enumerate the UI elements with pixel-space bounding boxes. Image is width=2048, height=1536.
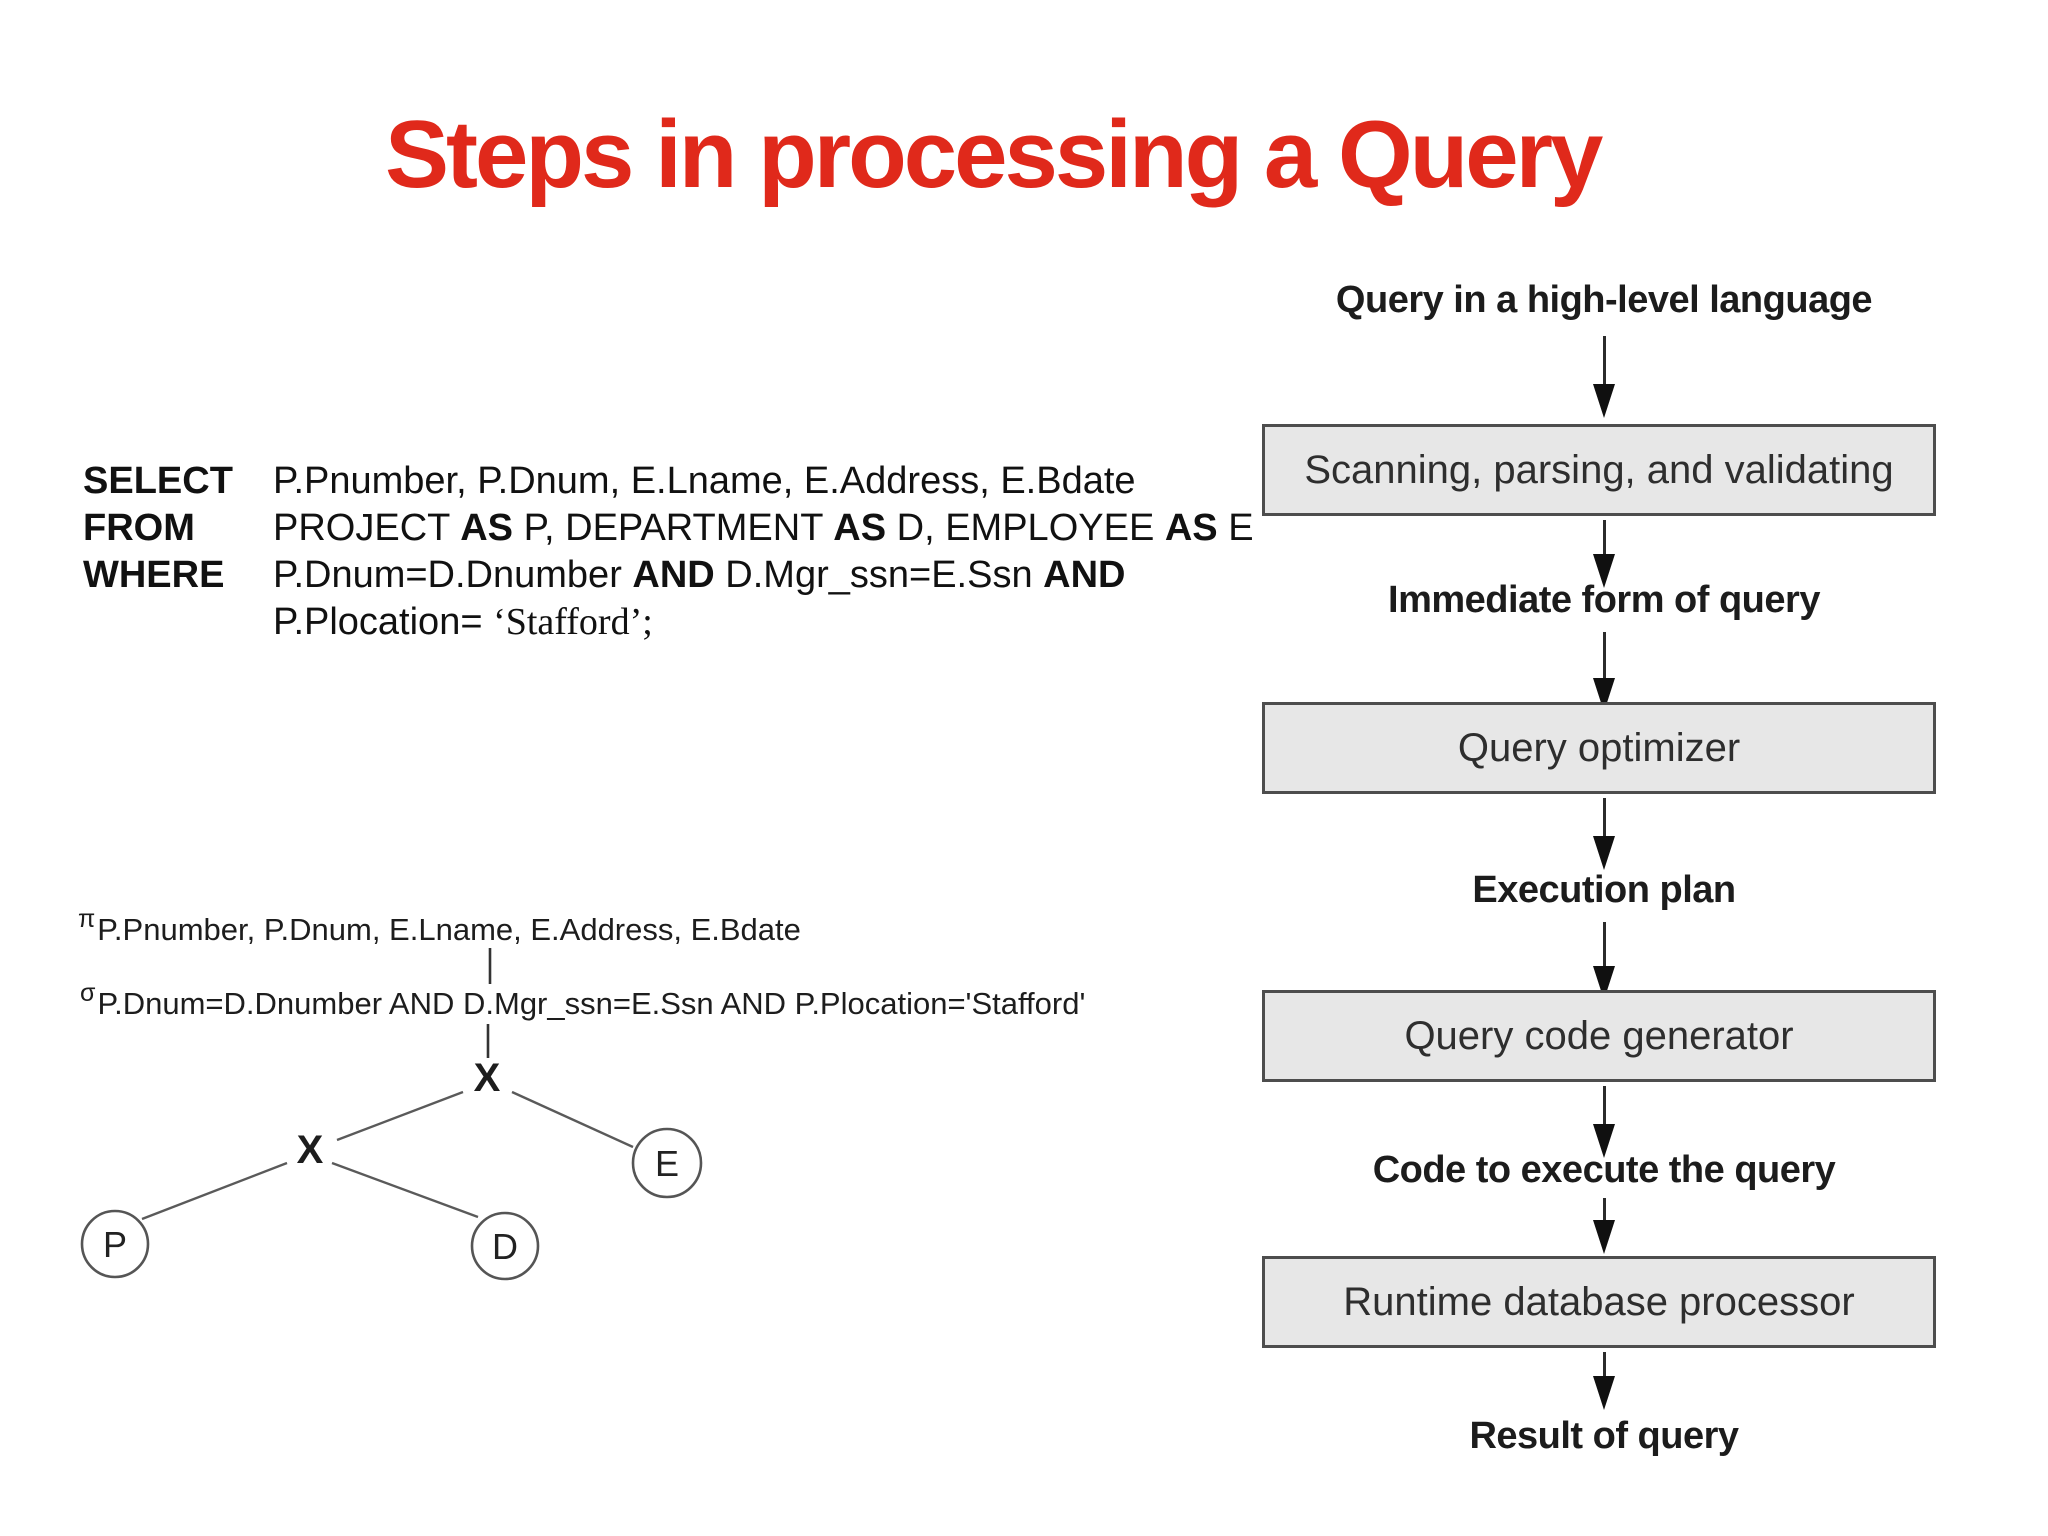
sigma-condition: P.Dnum=D.Dnumber AND D.Mgr_ssn=E.Ssn AND… bbox=[97, 986, 1086, 1021]
sql-where-args: P.Dnum=D.Dnumber AND D.Mgr_ssn=E.Ssn AND bbox=[273, 554, 1126, 596]
edge-lowerjoin-d bbox=[331, 1161, 479, 1219]
arrow-down-icon bbox=[1593, 1124, 1615, 1158]
tree-node-p: P bbox=[102, 1224, 127, 1265]
sql-select-args: P.Pnumber, P.Dnum, E.Lname, E.Address, E… bbox=[273, 460, 1136, 502]
circle-node-p bbox=[80, 1209, 150, 1279]
flow-label-immediate-form: Immediate form of query bbox=[1388, 578, 1820, 621]
arrow-down-icon bbox=[1593, 554, 1615, 588]
flow-box-query-code-generator: Query code generator bbox=[1262, 990, 1936, 1082]
edge-topjoin-e bbox=[511, 1090, 634, 1149]
flow-arrow-6 bbox=[1591, 1086, 1617, 1158]
circle-node-e bbox=[631, 1127, 703, 1199]
algebra-selection-line: σP.Dnum=D.Dnumber AND D.Mgr_ssn=E.Ssn AN… bbox=[80, 979, 1086, 1022]
tree-node-d: D bbox=[492, 1226, 518, 1267]
arrow-down-icon bbox=[1593, 1220, 1615, 1254]
algebra-projection-line: πP.Pnumber, P.Dnum, E.Lname, E.Address, … bbox=[78, 905, 801, 948]
flow-box-scanning-parsing-validating: Scanning, parsing, and validating bbox=[1262, 424, 1936, 516]
sql-keyword-select: SELECT bbox=[83, 460, 233, 502]
flow-arrow-3 bbox=[1591, 632, 1617, 712]
flow-arrow-4 bbox=[1591, 798, 1617, 870]
flow-box-runtime-database-processor: Runtime database processor bbox=[1262, 1256, 1936, 1348]
flow-label-high-level-query: Query in a high-level language bbox=[1335, 278, 1873, 321]
arrow-down-icon bbox=[1593, 836, 1615, 870]
arrow-down-icon bbox=[1593, 384, 1615, 418]
tree-node-join-lower: X bbox=[296, 1127, 324, 1172]
sql-from-args: PROJECT AS P, DEPARTMENT AS D, EMPLOYEE … bbox=[273, 507, 1254, 549]
circle-node-d bbox=[470, 1211, 540, 1281]
flow-arrow-7 bbox=[1591, 1198, 1617, 1254]
flow-label-result-of-query: Result of query bbox=[1469, 1414, 1739, 1457]
pi-operator: π bbox=[78, 905, 96, 933]
sql-empty-cell bbox=[83, 599, 273, 646]
page-title: Steps in processing a Query bbox=[385, 101, 1603, 208]
tree-node-join-top: X bbox=[473, 1055, 501, 1100]
sql-query-block: SELECT P.Pnumber, P.Dnum, E.Lname, E.Add… bbox=[83, 458, 1254, 646]
sigma-operator: σ bbox=[80, 979, 96, 1007]
flow-arrow-2 bbox=[1591, 520, 1617, 588]
flow-box-query-optimizer: Query optimizer bbox=[1262, 702, 1936, 794]
tree-node-e: E bbox=[654, 1143, 679, 1184]
sql-where-line2: P.Plocation= ‘Stafford’; bbox=[273, 601, 653, 643]
flow-arrow-5 bbox=[1591, 922, 1617, 1000]
pi-attributes: P.Pnumber, P.Dnum, E.Lname, E.Address, E… bbox=[97, 912, 801, 947]
sql-keyword-where: WHERE bbox=[83, 554, 225, 596]
sql-keyword-from: FROM bbox=[83, 507, 195, 549]
flow-arrow-1 bbox=[1591, 336, 1617, 418]
arrow-down-icon bbox=[1593, 1376, 1615, 1410]
edge-topjoin-lowerjoin bbox=[336, 1090, 464, 1142]
edge-lowerjoin-p bbox=[141, 1161, 288, 1221]
flow-label-execution-plan: Execution plan bbox=[1472, 868, 1736, 911]
flow-arrow-8 bbox=[1591, 1352, 1617, 1410]
flow-label-code-to-execute: Code to execute the query bbox=[1372, 1148, 1836, 1191]
sql-string-literal: ‘Stafford’; bbox=[493, 601, 653, 643]
